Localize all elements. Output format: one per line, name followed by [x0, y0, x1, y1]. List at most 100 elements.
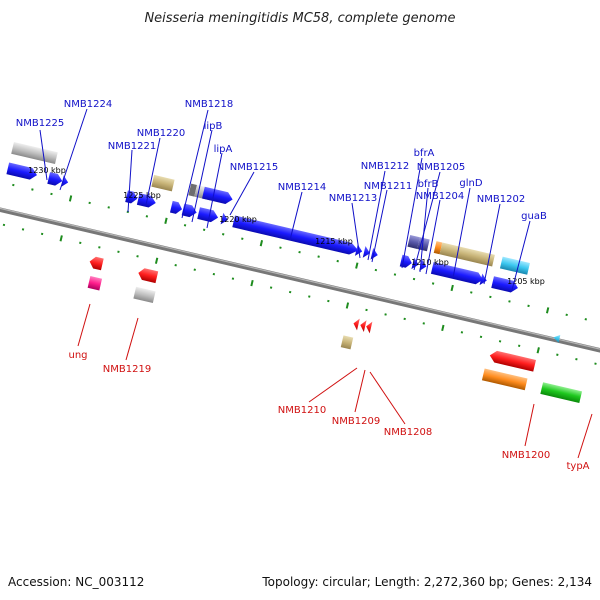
minor-tick [107, 206, 110, 209]
gene-feature [47, 172, 63, 186]
gene-feature [60, 175, 69, 187]
gene-label: NMB1212 [361, 161, 409, 172]
minor-tick [174, 264, 177, 267]
gene-feature [151, 174, 175, 192]
minor-tick [594, 362, 597, 365]
gene-feature [540, 382, 583, 404]
gene-feature [136, 193, 156, 208]
gene-feature [430, 262, 483, 285]
gene-label: NMB1221 [108, 141, 156, 152]
lower-tick-row [2, 223, 597, 365]
gene-feature [125, 190, 138, 204]
accession-label: Accession: NC_003112 [8, 575, 144, 589]
minor-tick [374, 268, 378, 272]
tick-label: 1210 kbp [411, 258, 449, 267]
minor-tick [470, 291, 473, 294]
gene-feature [89, 256, 104, 271]
minor-tick [279, 246, 282, 249]
tick-label: 1230 kbp [28, 166, 66, 175]
gene-label: NMB1224 [64, 99, 112, 110]
minor-tick [222, 233, 225, 236]
minor-tick [2, 223, 6, 227]
minor-tick [489, 295, 492, 299]
gene-feature [411, 257, 419, 270]
gene-label: bfrA [414, 148, 435, 159]
major-tick [345, 302, 350, 309]
forward-strand-features [6, 142, 530, 293]
minor-tick [269, 286, 273, 289]
gene-label: NMB1213 [329, 193, 377, 204]
minor-tick [145, 215, 149, 218]
upper-tick-row [12, 183, 587, 321]
major-tick [68, 195, 73, 202]
gene-label: NMB1205 [417, 162, 465, 173]
minor-tick [479, 335, 483, 339]
minor-tick [21, 228, 25, 231]
minor-tick [565, 313, 568, 317]
gene-label: NMB1219 [103, 364, 151, 375]
minor-tick [79, 241, 82, 245]
minor-tick [308, 295, 311, 298]
major-tick [250, 279, 254, 287]
gene-feature [491, 276, 518, 293]
minor-tick [431, 282, 435, 285]
minor-tick [327, 299, 330, 303]
gene-feature [133, 286, 156, 304]
gene-label: typA [566, 461, 589, 472]
gene-label: NMB1215 [230, 162, 278, 173]
gene-label: NMB1209 [332, 416, 380, 427]
gene-label: NMB1208 [384, 427, 432, 438]
major-tick [154, 257, 159, 264]
gene-label: NMB1210 [278, 405, 326, 416]
gene-feature [6, 162, 37, 180]
major-tick [545, 307, 550, 314]
minor-tick [298, 250, 301, 254]
page-title: Neisseria meningitidis MC58, complete ge… [144, 11, 455, 26]
gene-feature [366, 321, 373, 334]
gene-label: NMB1211 [364, 181, 412, 192]
gene-feature [489, 350, 536, 372]
topology-summary: Topology: circular; Length: 2,272,360 bp… [261, 575, 592, 589]
gene-label: lipA [214, 144, 233, 155]
genome-backbone [0, 195, 600, 369]
minor-tick [88, 201, 91, 205]
gene-label: lipB [204, 121, 223, 132]
minor-tick [527, 304, 530, 308]
minor-tick [584, 318, 587, 321]
minor-tick [422, 322, 425, 325]
minor-tick [136, 255, 139, 258]
reverse-gene-labels: ung NMB1219 NMB1210 NMB1209 NMB1208 NMB1… [68, 350, 589, 472]
major-tick [164, 217, 168, 224]
gene-feature [11, 142, 58, 164]
tick-label: 1220 kbp [219, 215, 257, 224]
major-tick [450, 284, 454, 292]
reverse-leader-lines [77, 303, 593, 459]
gene-feature [220, 212, 228, 225]
gene-feature [353, 318, 360, 331]
minor-tick [98, 246, 101, 249]
reverse-strand-features [87, 256, 583, 404]
tick-label: 1205 kbp [507, 277, 545, 286]
minor-tick [50, 192, 53, 196]
gene-feature [181, 203, 197, 218]
minor-tick [575, 358, 578, 361]
tick-labels: 1230 kbp 1225 kbp 1220 kbp 1215 kbp 1210… [28, 166, 545, 286]
gene-feature [197, 207, 219, 223]
minor-tick [202, 228, 206, 231]
gene-feature [362, 246, 370, 258]
minor-tick [117, 250, 120, 253]
minor-tick [288, 290, 292, 294]
gene-feature [138, 268, 159, 284]
gene-feature [340, 335, 354, 350]
gene-label: NMB1218 [185, 99, 233, 110]
gene-feature [360, 320, 367, 332]
tick-label: 1225 kbp [123, 191, 161, 200]
gene-label: NMB1225 [16, 118, 64, 129]
minor-tick [498, 340, 502, 343]
gene-feature [499, 256, 530, 275]
major-tick [59, 235, 63, 242]
forward-leader-lines [39, 108, 531, 291]
genome-backbone-group [0, 142, 600, 404]
minor-tick [317, 255, 320, 258]
gene-feature [481, 368, 528, 391]
